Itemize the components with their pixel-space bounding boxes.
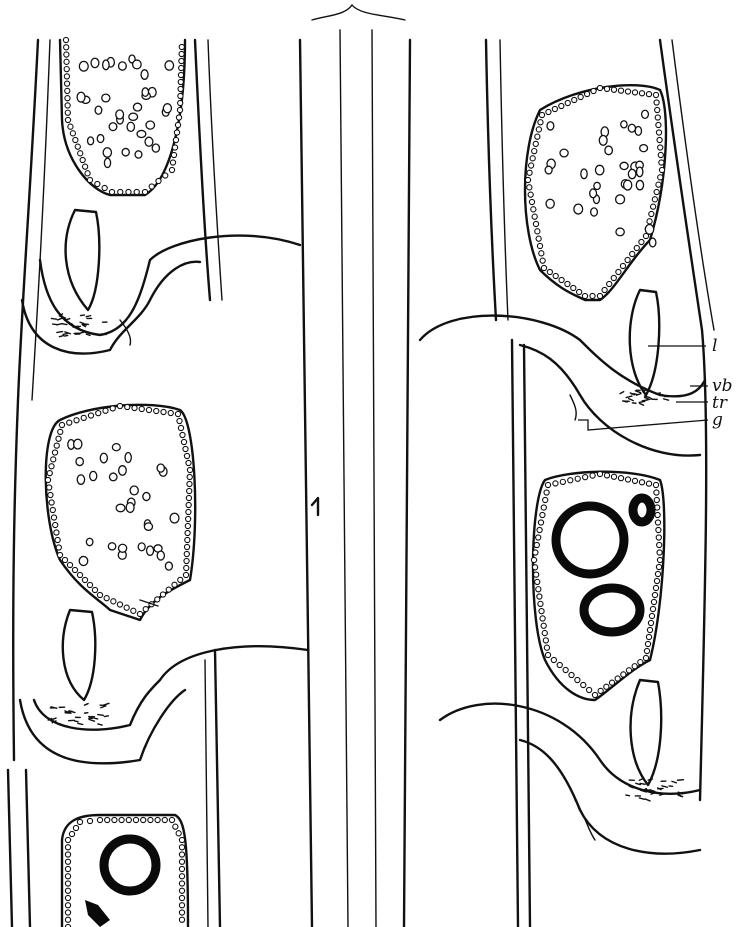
- wall-cells: [65, 817, 184, 927]
- tracheid-cluster: [48, 703, 109, 725]
- spores: [545, 110, 656, 247]
- central-axis: [300, 5, 410, 927]
- left-sporangium-top: [22, 37, 300, 353]
- spores: [68, 439, 179, 570]
- label-g: g: [712, 410, 723, 430]
- thick-walled-spore: [556, 506, 624, 574]
- left-sporangium-bottom: [62, 815, 188, 927]
- spores: [77, 55, 173, 168]
- label-l: l: [712, 336, 717, 356]
- annotation-labels: l vb tr g: [578, 336, 733, 430]
- thick-walled-spore: [584, 588, 640, 632]
- right-sporangium-top: [420, 85, 705, 455]
- tracheid-cluster: [51, 314, 107, 337]
- thick-walled-spore: [104, 839, 156, 891]
- right-sporangium-lower: [440, 471, 700, 853]
- thick-walled-spore: [633, 498, 651, 522]
- leader-g: [578, 420, 708, 430]
- tracheid-cluster: [626, 779, 684, 801]
- left-sporangium-middle: [20, 403, 308, 763]
